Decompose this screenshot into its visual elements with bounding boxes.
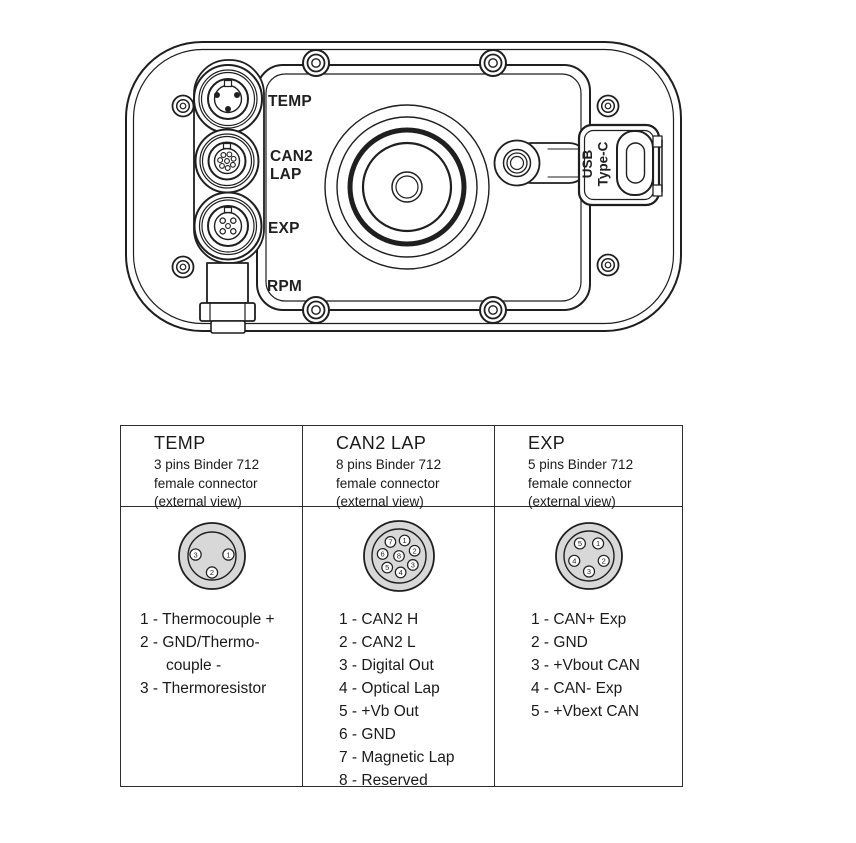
exp-label: EXP <box>268 220 300 237</box>
column-subtitle-line: 5 pins Binder 712 <box>528 457 634 472</box>
pin-assignment: 1 - Thermocouple + <box>140 611 275 628</box>
pin-assignment: 5 - +Vbext CAN <box>531 703 640 720</box>
svg-text:5: 5 <box>577 539 581 548</box>
svg-text:4: 4 <box>398 568 402 577</box>
svg-text:3: 3 <box>586 567 590 576</box>
svg-text:3: 3 <box>410 561 414 570</box>
pin-assignment: 5 - +Vb Out <box>339 703 419 720</box>
svg-text:5: 5 <box>385 563 389 572</box>
can2-label: CAN2 <box>270 148 313 165</box>
panel-screws <box>302 49 507 324</box>
rpm-label: RPM <box>267 278 302 295</box>
column-exp-header: EXP 5 pins Binder 712 female connector (… <box>495 426 682 509</box>
exp-pin-list: 1 - CAN+ Exp 2 - GND 3 - +Vbout CAN 4 - … <box>495 608 682 723</box>
usb-arm <box>493 139 589 187</box>
device-rear-drawing: TEMP CAN2 LAP EXP RPM USB Type-C <box>125 41 682 334</box>
temp-connector <box>193 64 263 134</box>
svg-text:2: 2 <box>209 568 213 577</box>
device-housing <box>125 41 682 332</box>
svg-text:2: 2 <box>601 556 605 565</box>
pin-assignment: 2 - GND/Thermo- <box>140 634 260 651</box>
column-exp: EXP 5 pins Binder 712 female connector (… <box>495 426 682 786</box>
column-temp-body: 1 2 3 1 - Thermocouple + 2 - GND/Thermo- c… <box>121 507 302 786</box>
diagram-wrap: 1 2 3 <box>121 512 302 600</box>
svg-text:4: 4 <box>572 556 576 565</box>
lap-label: LAP <box>270 166 302 183</box>
column-subtitle-line: (external view) <box>336 494 424 510</box>
svg-text:1: 1 <box>226 550 230 559</box>
temp-pin-list: 1 - Thermocouple + 2 - GND/Thermo- coupl… <box>121 608 302 700</box>
center-boss <box>324 104 490 270</box>
column-subtitle-line: female connector <box>336 475 440 491</box>
exp-pin-diagram: 12 3 45 <box>554 522 623 590</box>
pin-assignment: 6 - GND <box>339 726 396 743</box>
usb-label: USB <box>580 150 595 179</box>
column-can2-lap-header: CAN2 LAP 8 pins Binder 712 female connec… <box>303 426 494 509</box>
pin-assignment-continuation: couple - <box>166 657 222 674</box>
pin-assignment: 3 - Thermoresistor <box>140 680 267 697</box>
pin-assignment: 3 - +Vbout CAN <box>531 657 640 674</box>
column-temp-header: TEMP 3 pins Binder 712 female connector … <box>121 426 302 509</box>
column-can2-lap: CAN2 LAP 8 pins Binder 712 female connec… <box>303 426 495 789</box>
column-title: EXP <box>528 433 566 453</box>
pin-assignment: 1 - CAN+ Exp <box>531 611 627 628</box>
temp-pin-diagram: 1 2 3 <box>177 522 246 590</box>
svg-text:6: 6 <box>380 550 384 559</box>
column-subtitle-line: female connector <box>528 475 632 491</box>
column-subtitle-line: 8 pins Binder 712 <box>336 457 442 472</box>
can2-lap-connector <box>194 128 260 194</box>
pin-assignment: 7 - Magnetic Lap <box>339 749 455 766</box>
column-subtitle-line: female connector <box>154 475 258 491</box>
usb-type-c-port <box>577 123 663 207</box>
pin-assignment: 3 - Digital Out <box>339 657 434 674</box>
rpm-connector <box>199 262 256 334</box>
column-title: TEMP <box>154 433 206 453</box>
column-temp: TEMP 3 pins Binder 712 female connector … <box>121 426 303 786</box>
pin-assignment: 8 - Reserved <box>339 772 428 789</box>
column-subtitle-line: 3 pins Binder 712 <box>154 457 260 472</box>
pin-assignment: 1 - CAN2 H <box>339 611 419 628</box>
pin-assignment: 4 - Optical Lap <box>339 680 440 697</box>
column-subtitle-line: (external view) <box>528 494 616 510</box>
can2-lap-pin-list: 1 - CAN2 H 2 - CAN2 L 3 - Digital Out 4 … <box>303 608 494 792</box>
svg-text:1: 1 <box>402 536 406 545</box>
svg-text:3: 3 <box>193 550 197 559</box>
svg-text:7: 7 <box>388 538 392 547</box>
svg-text:2: 2 <box>412 546 416 555</box>
corner-screws <box>171 94 620 279</box>
svg-text:1: 1 <box>596 539 600 548</box>
column-title: CAN2 LAP <box>336 433 427 453</box>
pin-assignment: 2 - CAN2 L <box>339 634 416 651</box>
pin-assignment: 2 - GND <box>531 634 588 651</box>
column-subtitle-line: (external view) <box>154 494 242 510</box>
pin-assignment: 4 - CAN- Exp <box>531 680 623 697</box>
usb-type-c-label: Type-C <box>596 141 611 186</box>
exp-connector <box>193 191 263 261</box>
temp-label: TEMP <box>268 93 312 110</box>
svg-text:8: 8 <box>396 552 400 561</box>
connector-pinout-table: TEMP 3 pins Binder 712 female connector … <box>120 425 683 789</box>
